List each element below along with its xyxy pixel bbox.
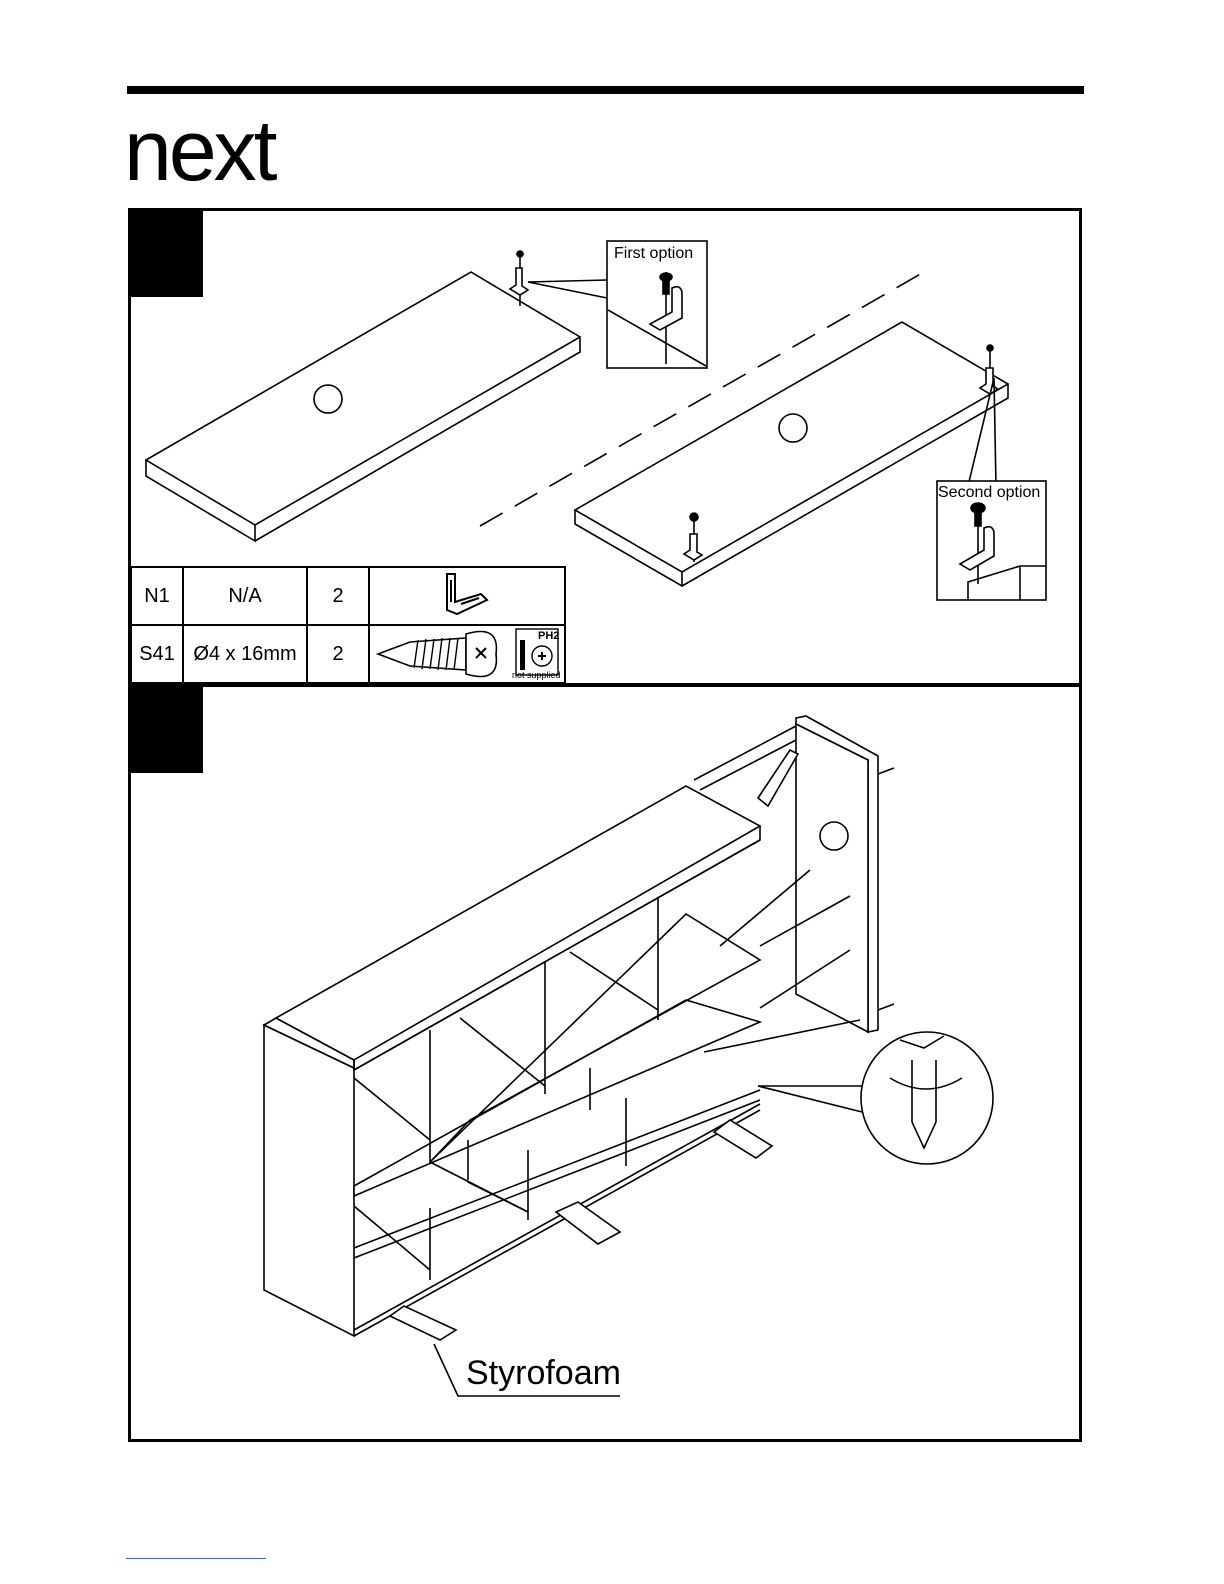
part-image-cell: PH2 not supplied [369, 625, 565, 683]
step-number-box [131, 211, 203, 297]
part-qty: 2 [307, 567, 369, 625]
angle-bracket-icon [437, 568, 497, 618]
part-spec: Ø4 x 16mm [183, 625, 307, 683]
footer-link-line [126, 1558, 266, 1559]
callout-first-option-label: First option [614, 245, 693, 263]
styrofoam-label: Styrofoam [466, 1354, 621, 1393]
step-number-box [131, 687, 203, 773]
tool-label: PH2 [538, 630, 559, 642]
table-row: S41 Ø4 x 16mm 2 PH2 not supplied [131, 625, 565, 683]
table-row: N1 N/A 2 [131, 567, 565, 625]
part-code: S41 [131, 625, 183, 683]
step-panel-2 [128, 684, 1082, 1442]
part-code: N1 [131, 567, 183, 625]
tool-note: not supplied [512, 670, 561, 680]
part-spec: N/A [183, 567, 307, 625]
brand-logo: next [124, 108, 275, 194]
callout-second-option-label: Second option [938, 484, 1040, 502]
parts-table: N1 N/A 2 S41 Ø4 x 16mm 2 [130, 566, 566, 684]
part-qty: 2 [307, 625, 369, 683]
part-image-cell [369, 567, 565, 625]
header-rule [127, 86, 1084, 94]
